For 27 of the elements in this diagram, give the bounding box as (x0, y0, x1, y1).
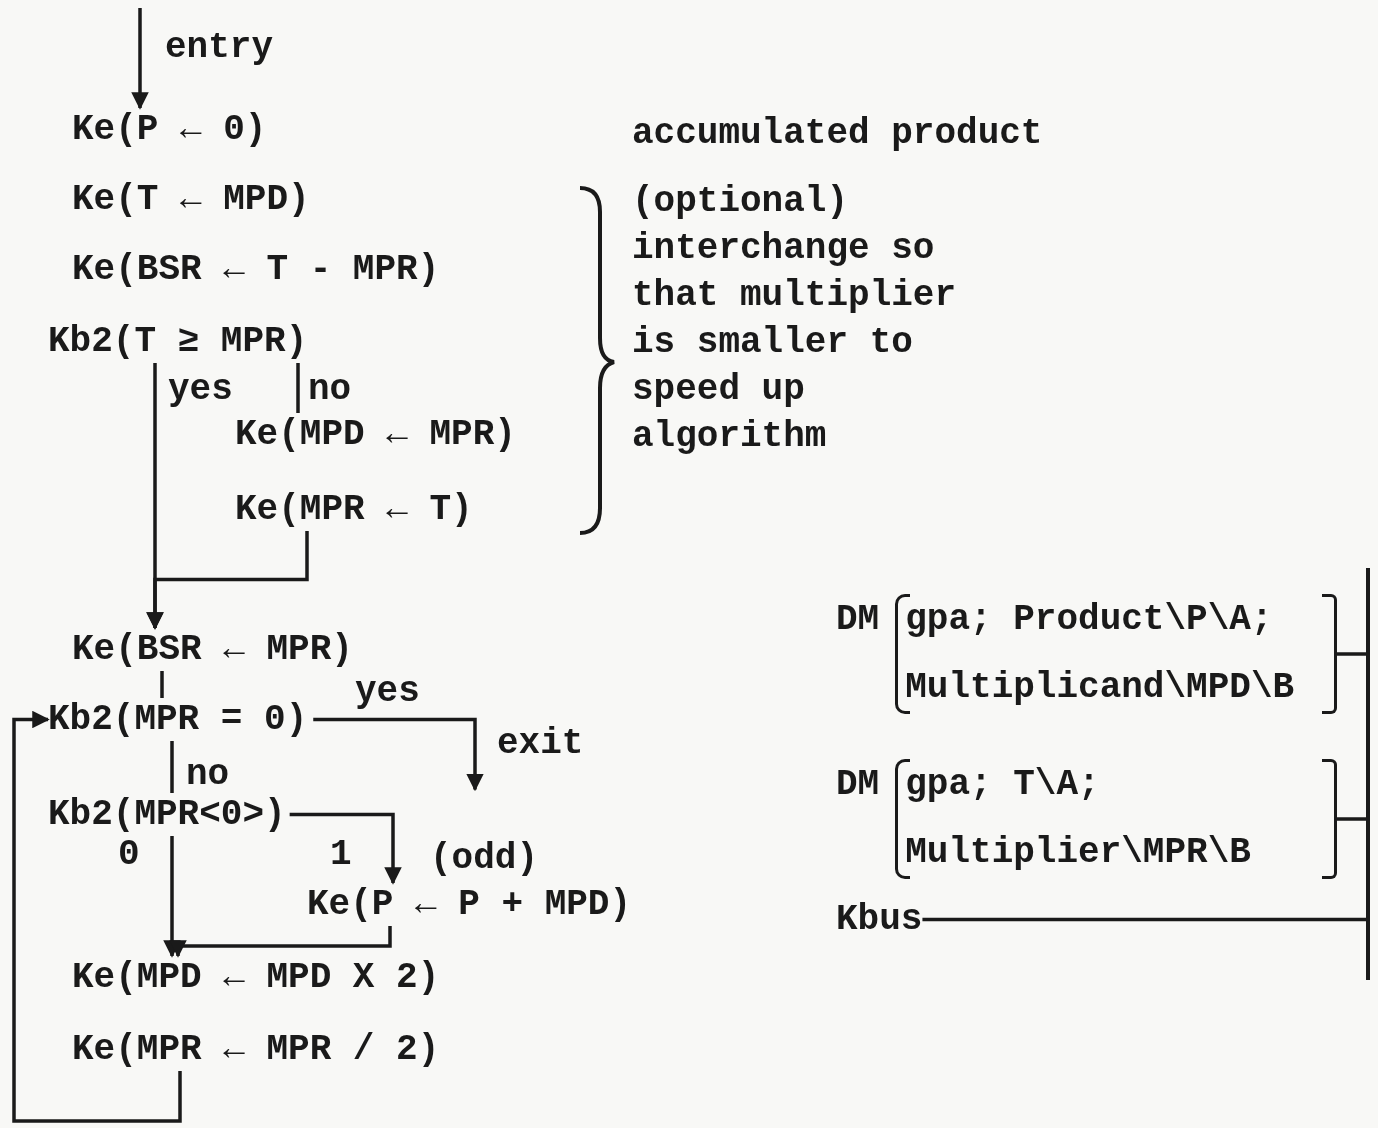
connector-arrow (131, 8, 149, 110)
statement-text: Ke(MPR ← T) (235, 488, 473, 531)
annotation-text: exit (497, 722, 584, 766)
statement-text: Ke(BSR ← T - MPR) (72, 248, 440, 291)
declaration-keyword: DM (836, 598, 880, 642)
statement-text: Ke(MPD ← MPR) (235, 413, 516, 456)
statement-text: Kb2(MPR<0>) (48, 793, 286, 836)
statement-text: Ke(MPD ← MPD X 2) (72, 956, 440, 999)
annotation-text: (optional) interchange so that multiplier is smaller to speed up algorithm (632, 180, 958, 459)
statement-text: Kb2(MPR = 0) (48, 698, 308, 741)
statement-text: Ke(P ← P + MPD) (307, 883, 632, 926)
annotation-text: accumulated product (632, 112, 1043, 156)
statement-text: Ke(P ← 0) (72, 108, 267, 151)
bracketed-declaration: gpa; T\A; Multiplier\MPR\B (895, 751, 1337, 887)
declaration-keyword: DM (836, 763, 880, 807)
connector-arrow (313, 717, 484, 792)
connector-arrow (289, 812, 402, 885)
annotation-text: (odd) (430, 837, 539, 881)
connector-arrow (146, 531, 309, 630)
connector-arrow (169, 926, 392, 958)
statement-text: Kbus (836, 898, 923, 941)
connector-arrow (12, 710, 182, 1123)
statement-text: Ke(BSR ← MPR) (72, 628, 353, 671)
bracketed-declaration: gpa; Product\P\A; Multiplicand\MPD\B (895, 586, 1337, 722)
statement-text: Ke(MPR ← MPR / 2) (72, 1028, 440, 1071)
statement-text: Ke(T ← MPD) (72, 178, 310, 221)
statement-text: Kb2(T ≥ MPR) (48, 320, 308, 363)
